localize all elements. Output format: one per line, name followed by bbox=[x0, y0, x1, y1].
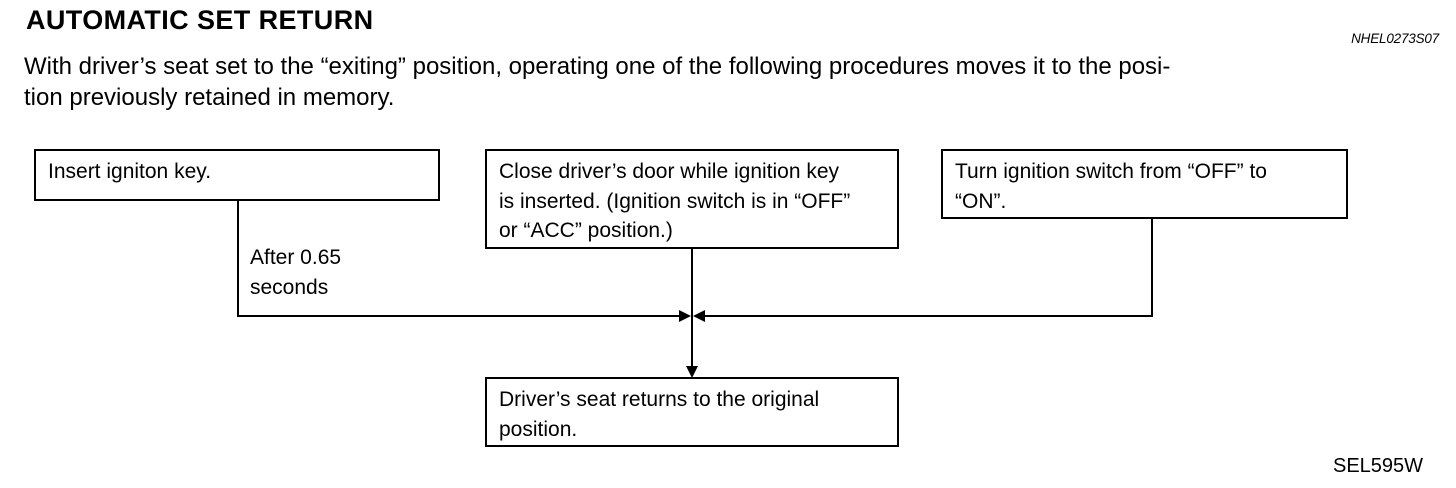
connector-left-horizontal bbox=[237, 315, 679, 317]
arrowhead-left-icon bbox=[693, 310, 705, 322]
intro-paragraph: With driver’s seat set to the “exiting” … bbox=[24, 53, 1171, 111]
arrowhead-down-icon bbox=[686, 366, 698, 378]
flow-box-turn-ignition: Turn ignition switch from “OFF” to “ON”. bbox=[941, 149, 1348, 219]
connector-right-horizontal bbox=[705, 315, 1153, 317]
flow-box-result: Driver’s seat returns to the original po… bbox=[485, 377, 899, 447]
connector-turn-ignition-vertical bbox=[1151, 219, 1153, 316]
figure-code: SEL595W bbox=[1333, 455, 1424, 477]
connector-insert-key-vertical bbox=[237, 201, 239, 316]
page-title: AUTOMATIC SET RETURN bbox=[26, 5, 374, 35]
arrowhead-right-icon bbox=[679, 310, 691, 322]
flow-box-insert-key: Insert igniton key. bbox=[34, 149, 440, 201]
connector-center-vertical bbox=[691, 249, 693, 366]
doc-ref-code: NHEL0273S07 bbox=[1351, 31, 1439, 46]
flow-box-close-door: Close driver’s door while ignition key i… bbox=[485, 149, 899, 249]
edge-label-delay: After 0.65 seconds bbox=[250, 246, 342, 299]
